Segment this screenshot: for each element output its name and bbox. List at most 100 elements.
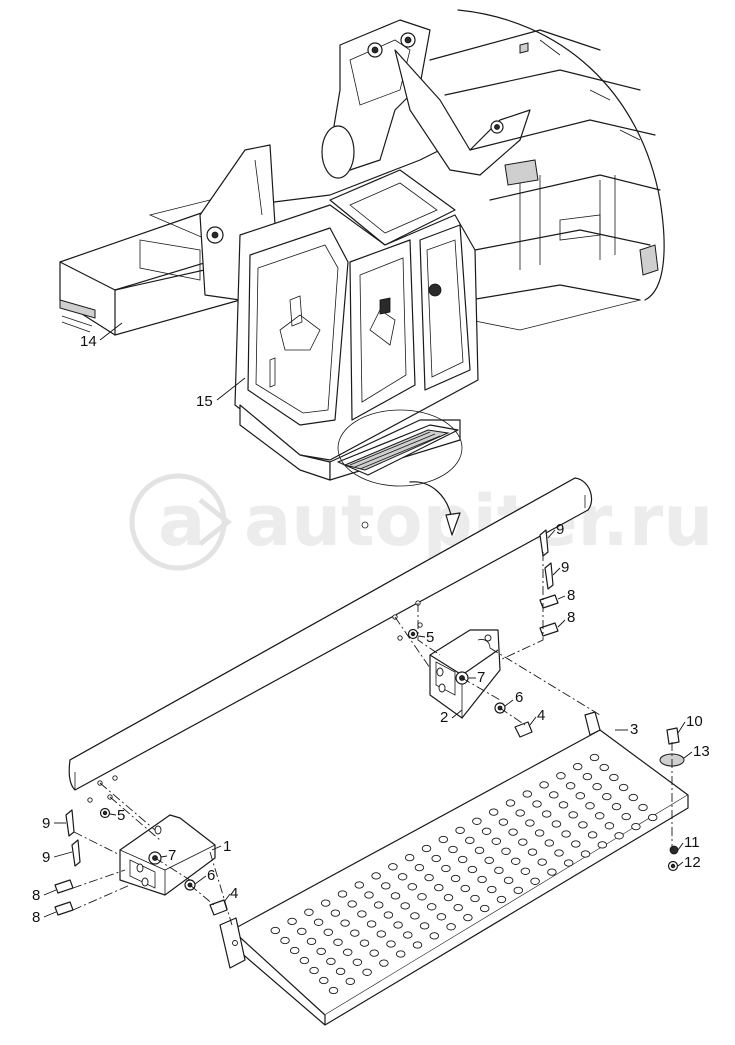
assembly-centerlines (72, 552, 673, 926)
perforation-hole (484, 856, 494, 865)
perforation-hole (404, 853, 415, 862)
perforation-hole (369, 949, 379, 957)
perforation-hole (532, 800, 542, 808)
perforation-hole (443, 893, 454, 902)
perforation-hole (431, 854, 441, 863)
perforation-hole (589, 753, 600, 762)
perforation-hole (426, 903, 437, 911)
perforation-hole (580, 850, 591, 858)
perforation-hole (541, 810, 552, 818)
perforation-hole (373, 901, 384, 909)
perforation-hole (472, 817, 482, 825)
perforation-hole (313, 918, 324, 926)
perforation-hole (386, 940, 396, 948)
perforation-hole (376, 930, 387, 938)
perforation-hole (340, 919, 350, 927)
bracket-lower (119, 814, 216, 896)
perforation-hole (537, 858, 547, 866)
perforation-hole (614, 832, 624, 840)
perforation-hole (371, 872, 381, 880)
perforation-hole (592, 782, 602, 791)
perforation-hole (381, 882, 391, 890)
perforation-hole (572, 762, 583, 771)
callout-labels: 14 15 9 9 8 8 5 7 6 4 2 3 10 13 11 12 9 … (32, 322, 710, 926)
perforation-hole (563, 859, 574, 867)
perforation-hole (436, 913, 447, 921)
perforation-hole (364, 891, 374, 899)
perforation-hole (522, 790, 533, 798)
callout-8-b: 8 (567, 609, 575, 626)
perforation-hole (362, 968, 372, 976)
perforation-hole (568, 811, 578, 819)
perforation-hole (417, 893, 427, 901)
callout-12: 12 (684, 854, 701, 871)
perforation-hole (280, 936, 290, 945)
perforation-hole (467, 865, 478, 874)
callout-2: 2 (440, 709, 448, 726)
perforation-hole (470, 894, 480, 903)
perforation-hole (587, 831, 598, 839)
perforation-hole (304, 908, 314, 916)
perforation-hole (505, 799, 516, 807)
callout-1: 1 (223, 838, 231, 855)
perforation-hole (544, 839, 555, 847)
perforation-hole (578, 821, 588, 829)
callout-4-b: 4 (230, 885, 238, 902)
perforation-hole (424, 873, 434, 882)
perforation-hole (556, 772, 566, 780)
perforation-hole (477, 875, 487, 884)
perforation-hole (599, 763, 609, 772)
perforation-hole (390, 892, 401, 900)
perforation-hole (299, 956, 310, 965)
perforation-hole (345, 977, 356, 986)
perforation-hole (530, 877, 540, 885)
callout-3: 3 (630, 721, 638, 738)
callout-6-b: 6 (207, 867, 215, 884)
perforation-hole (306, 937, 317, 946)
perforation-hole (510, 857, 521, 865)
perforation-hole (323, 928, 334, 936)
perforation-hole (515, 809, 525, 817)
perforation-hole (388, 863, 398, 871)
perforation-hole (400, 902, 410, 910)
perforation-hole (561, 830, 571, 838)
perforation-hole (379, 959, 389, 967)
perforation-hole (549, 791, 559, 799)
perforation-hole (503, 876, 514, 885)
perforation-hole (421, 844, 432, 853)
perforation-hole (463, 913, 473, 922)
perforation-hole (498, 818, 509, 826)
perforation-hole (618, 783, 629, 792)
callout-7-a: 7 (477, 669, 485, 686)
perforation-hole (410, 912, 420, 920)
perforation-hole (403, 931, 413, 939)
cab-side-panel (68, 477, 593, 803)
perforation-hole (438, 835, 449, 844)
perforation-hole (609, 773, 619, 782)
perforation-hole (491, 837, 502, 845)
perforation-hole (527, 848, 538, 856)
perforation-hole (460, 884, 471, 893)
perforation-hole (453, 903, 463, 912)
perforation-hole (359, 939, 370, 947)
perforation-hole (611, 802, 622, 811)
perforation-hole (628, 793, 639, 802)
callout-8-a: 8 (567, 587, 575, 604)
callout-10: 10 (686, 713, 703, 730)
callout-7-b: 7 (168, 847, 176, 864)
callout-9-d: 9 (42, 849, 50, 866)
perforation-hole (429, 932, 440, 940)
perforation-hole (450, 874, 461, 883)
perforation-hole (508, 828, 518, 836)
perforation-hole (501, 847, 511, 855)
perforation-hole (520, 867, 531, 875)
perforation-hole (494, 866, 504, 875)
perforation-hole (565, 782, 576, 790)
perforation-hole (479, 904, 490, 913)
perforation-hole (297, 927, 307, 936)
perforation-hole (366, 920, 377, 928)
perforation-hole (575, 792, 586, 800)
perforation-hole (448, 845, 458, 854)
svg-text:a: a (158, 480, 205, 562)
